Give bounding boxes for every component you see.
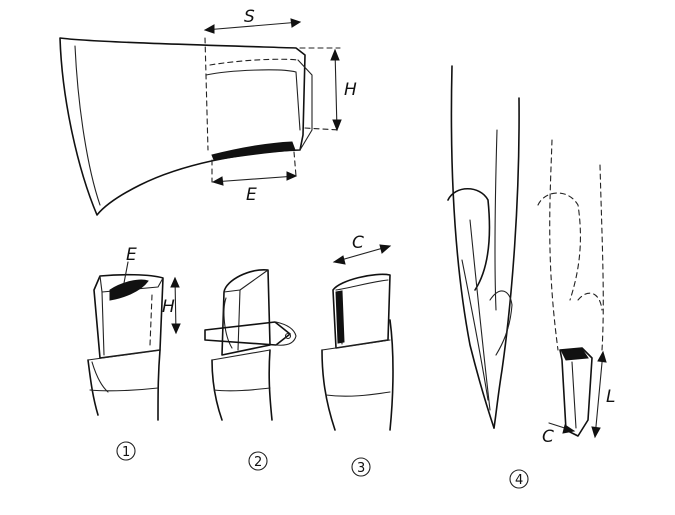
step-3-handle: C [321, 233, 394, 431]
step-1-number: 1 [116, 441, 136, 461]
dimension-e-top: E [211, 171, 298, 205]
step-2-number: 2 [248, 451, 268, 471]
dimension-h-top: H [330, 48, 357, 132]
step-3-label: 3 [357, 461, 365, 476]
label-h-top: H [344, 80, 357, 100]
step-1-handle: H E [87, 245, 181, 421]
label-h-small: H [162, 297, 175, 317]
label-l: L [606, 387, 615, 407]
knife-blade [204, 321, 291, 346]
label-e-top: E [246, 185, 257, 205]
axe-head [59, 37, 341, 216]
step-1-label: 1 [122, 445, 130, 460]
step-4-number: 4 [509, 469, 529, 489]
dimension-s: S [203, 7, 302, 34]
step-4-label: 4 [515, 473, 523, 488]
step-3-number: 3 [351, 457, 371, 477]
label-e-small: E [126, 245, 137, 265]
wedge-3 [335, 290, 345, 344]
label-c-top: C [352, 233, 364, 253]
wedge-top [560, 348, 589, 361]
label-s: S [244, 7, 255, 27]
step-2-label: 2 [254, 455, 262, 470]
wedge-slot-1 [109, 279, 149, 301]
step-4-cut-wedge: L C [537, 139, 615, 447]
eye-slot [211, 141, 296, 161]
step-2-handle [204, 269, 297, 421]
step-4-wood-plank [447, 65, 520, 429]
label-c-bottom: C [542, 427, 554, 447]
